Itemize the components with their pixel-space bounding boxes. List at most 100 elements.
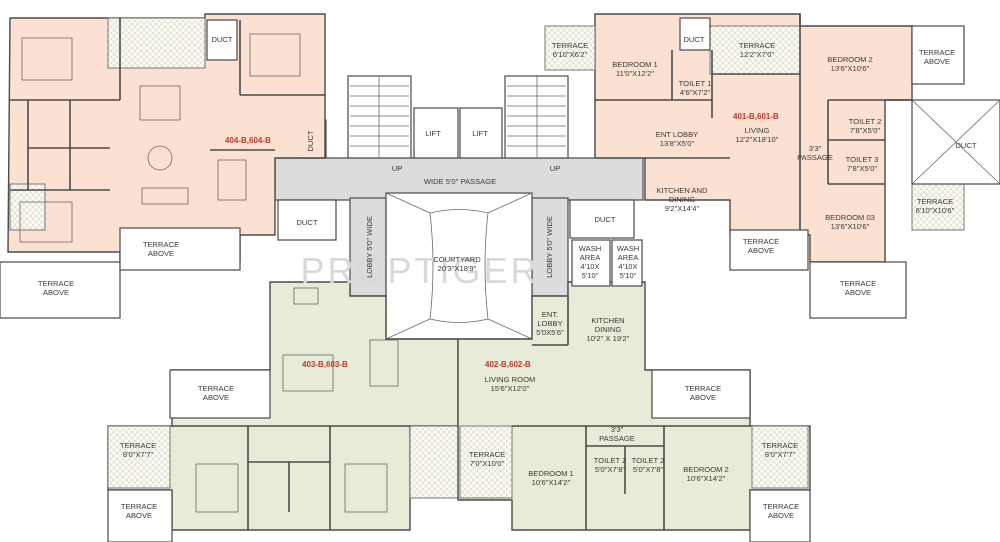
label-line: BEDROOM 1 [612, 60, 658, 69]
terrace-above-box-5 [729, 229, 809, 271]
label-line: 15'6"X12'0" [491, 384, 530, 393]
wash-area-1 [571, 239, 611, 287]
label-up-right: UP [550, 164, 561, 173]
label-line: TERRACE [552, 41, 588, 50]
label-line: BEDROOM 2 [827, 55, 873, 64]
label-lobby-left: LOBBY 5'0" WIDE [365, 216, 374, 278]
label-line: 7'8"X5'0" [847, 164, 878, 173]
label-line: TERRACE [840, 279, 876, 288]
label-line: 8'0"X7'7" [765, 450, 796, 459]
label-line: 10'6"X14'2" [532, 478, 571, 487]
label-line: ABOVE [148, 249, 174, 258]
label-line: 11'0"X12'2" [616, 69, 654, 78]
label-line: 6'10"X10'6" [916, 206, 955, 215]
label-line: TERRACE [739, 41, 775, 50]
label-line: AREA [580, 253, 602, 262]
label-line: LIVING ROOM [485, 375, 536, 384]
label-duct-3: DUCT [296, 218, 317, 227]
label-line: TOILET 3 [846, 155, 879, 164]
label-line: 12'2"X7'0" [740, 50, 775, 59]
label-line: KITCHEN [591, 316, 624, 325]
label-line: ABOVE [203, 393, 229, 402]
label-line: 13'6"X10'6" [831, 222, 870, 231]
label-line: ABOVE [43, 288, 69, 297]
label-line: BEDROOM 2 [683, 465, 729, 474]
label-line: ABOVE [126, 511, 152, 520]
label-line: TERRACE [763, 502, 799, 511]
unit-label-c: 403-B,603-B [302, 360, 348, 369]
duct-far-right-lines [911, 99, 1000, 185]
label-line: LOBBY [537, 319, 562, 328]
label-up-left: UP [392, 164, 403, 173]
unit-c-walls [172, 425, 410, 530]
lift-left [413, 107, 459, 159]
label-line: TERRACE [917, 197, 953, 206]
label-line: TERRACE [919, 48, 955, 57]
stair-treads-right [507, 76, 566, 158]
unit-label-a: 404-B,604-B [225, 136, 271, 145]
label-line: 13'8"X5'0" [660, 139, 695, 148]
label-line: 5'0"X7'8" [633, 465, 664, 474]
label-line: ABOVE [845, 288, 871, 297]
label-line: 10'2" X 19'2" [587, 334, 630, 343]
label-line: ENT LOBBY [656, 130, 699, 139]
terrace-unit-c-left [107, 425, 171, 489]
terrace-above-box-7 [651, 369, 751, 419]
wash-area-2 [611, 239, 643, 287]
terrace-above-box-1 [0, 261, 121, 319]
label-line: PASSAGE [599, 434, 635, 443]
label-duct-6: DUCT [955, 141, 976, 150]
label-line: 10'6"X14'2" [687, 474, 726, 483]
label-line: 5'10" [620, 271, 637, 280]
duct-box-centre-left [277, 199, 337, 241]
label-wide-passage: WIDE 5'0" PASSAGE [424, 177, 496, 186]
stair-treads-left [350, 76, 409, 158]
unit-label-d: 402-B,602-B [485, 360, 531, 369]
staircase-left [347, 75, 412, 159]
label-line: KITCHEN AND [656, 186, 708, 195]
label-line: 7'8"X5'0" [850, 126, 881, 135]
room-label-passage-tr: 3'3"PASSAGE [797, 144, 833, 162]
label-line: 5'0X5'6" [536, 328, 564, 337]
label-line: TOILET 2 [594, 456, 627, 465]
terrace-above-box-2 [119, 227, 241, 271]
terrace-unit-b-left [544, 25, 596, 71]
courtyard-roof-lines [385, 192, 533, 340]
staircase-right [504, 75, 569, 159]
duct-box-unit-b [679, 17, 711, 51]
label-line: 3'3" [611, 425, 624, 434]
label-duct-2: DUCT [306, 130, 315, 151]
label-line: TERRACE [120, 441, 156, 450]
label-line: ABOVE [690, 393, 716, 402]
label-line: ABOVE [768, 511, 794, 520]
unit-label-b: 401-B,601-B [733, 112, 779, 121]
label-line: BEDROOM 1 [528, 469, 574, 478]
label-line: TERRACE [469, 450, 505, 459]
label-line: TERRACE [762, 441, 798, 450]
label-line: 4'6"X7'2" [680, 88, 711, 97]
